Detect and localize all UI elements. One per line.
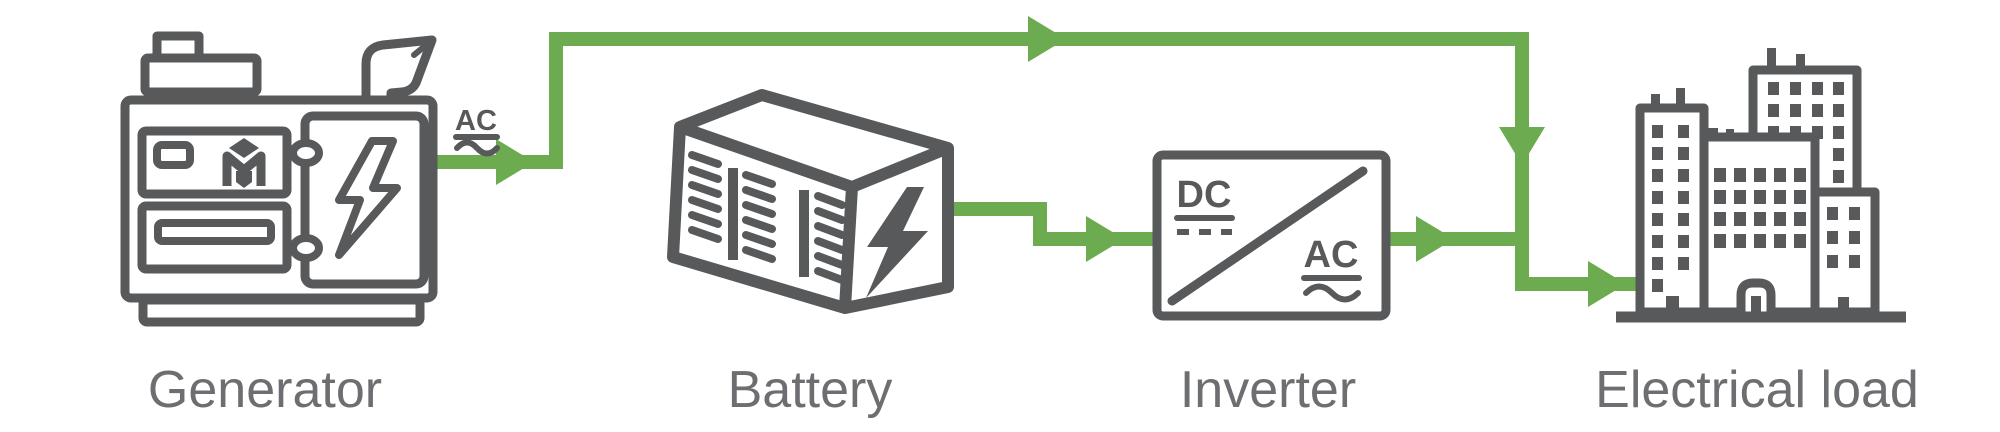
inverter-label: Inverter xyxy=(1180,361,1356,419)
battery-vents xyxy=(688,151,846,284)
arrowhead-into-load xyxy=(1588,261,1626,307)
flow-lines xyxy=(433,16,1640,307)
lightning-bolt-icon xyxy=(335,137,401,259)
generator-label: Generator xyxy=(148,361,382,419)
arrowhead-generator-out xyxy=(496,139,534,185)
battery-label: Battery xyxy=(728,361,893,419)
door xyxy=(1751,296,1761,312)
door-hinge xyxy=(289,139,323,167)
window-grid xyxy=(1714,168,1806,248)
electrical-load-label: Electrical load xyxy=(1595,361,1919,419)
lightning-bolt-icon xyxy=(866,187,928,298)
ac-label: AC xyxy=(455,105,497,137)
vent-slot xyxy=(154,219,275,245)
window-grid xyxy=(1652,125,1689,292)
inverter-icon: DC AC xyxy=(1152,150,1391,321)
arrowhead-inverter-out xyxy=(1416,216,1454,262)
ac-label: AC xyxy=(1304,234,1359,276)
panel-switch xyxy=(153,141,194,169)
ac-tilde-icon xyxy=(1303,283,1361,303)
engine-block xyxy=(140,53,262,97)
edge-battery-to-inverter xyxy=(950,202,1157,246)
inverter-diagonal xyxy=(1167,166,1368,306)
door xyxy=(1838,297,1849,312)
battery-icon xyxy=(667,89,954,314)
generator-icon xyxy=(120,31,438,327)
building-left-tower xyxy=(1635,88,1709,317)
generator-ac-marking: AC xyxy=(453,105,500,157)
building-middle xyxy=(1698,128,1820,317)
arrowhead-top-bus xyxy=(1028,16,1066,62)
building-right xyxy=(1810,187,1880,317)
buildings-icon xyxy=(1616,48,1906,323)
node-labels: Generator Battery Inverter Electrical lo… xyxy=(148,361,1919,419)
brand-logo xyxy=(222,138,266,188)
door xyxy=(1666,296,1679,312)
battery-box-edges xyxy=(678,121,951,309)
generator-base xyxy=(138,295,425,327)
edge-generator-to-load xyxy=(433,32,1640,291)
arrowhead-battery-out xyxy=(1086,216,1124,262)
window-grid xyxy=(1827,207,1860,268)
exhaust-cut xyxy=(411,38,434,58)
door-hinge xyxy=(289,234,323,262)
arrowhead-down-to-load xyxy=(1499,127,1545,165)
ac-tilde-icon xyxy=(454,139,500,157)
dc-label: DC xyxy=(1177,174,1232,216)
